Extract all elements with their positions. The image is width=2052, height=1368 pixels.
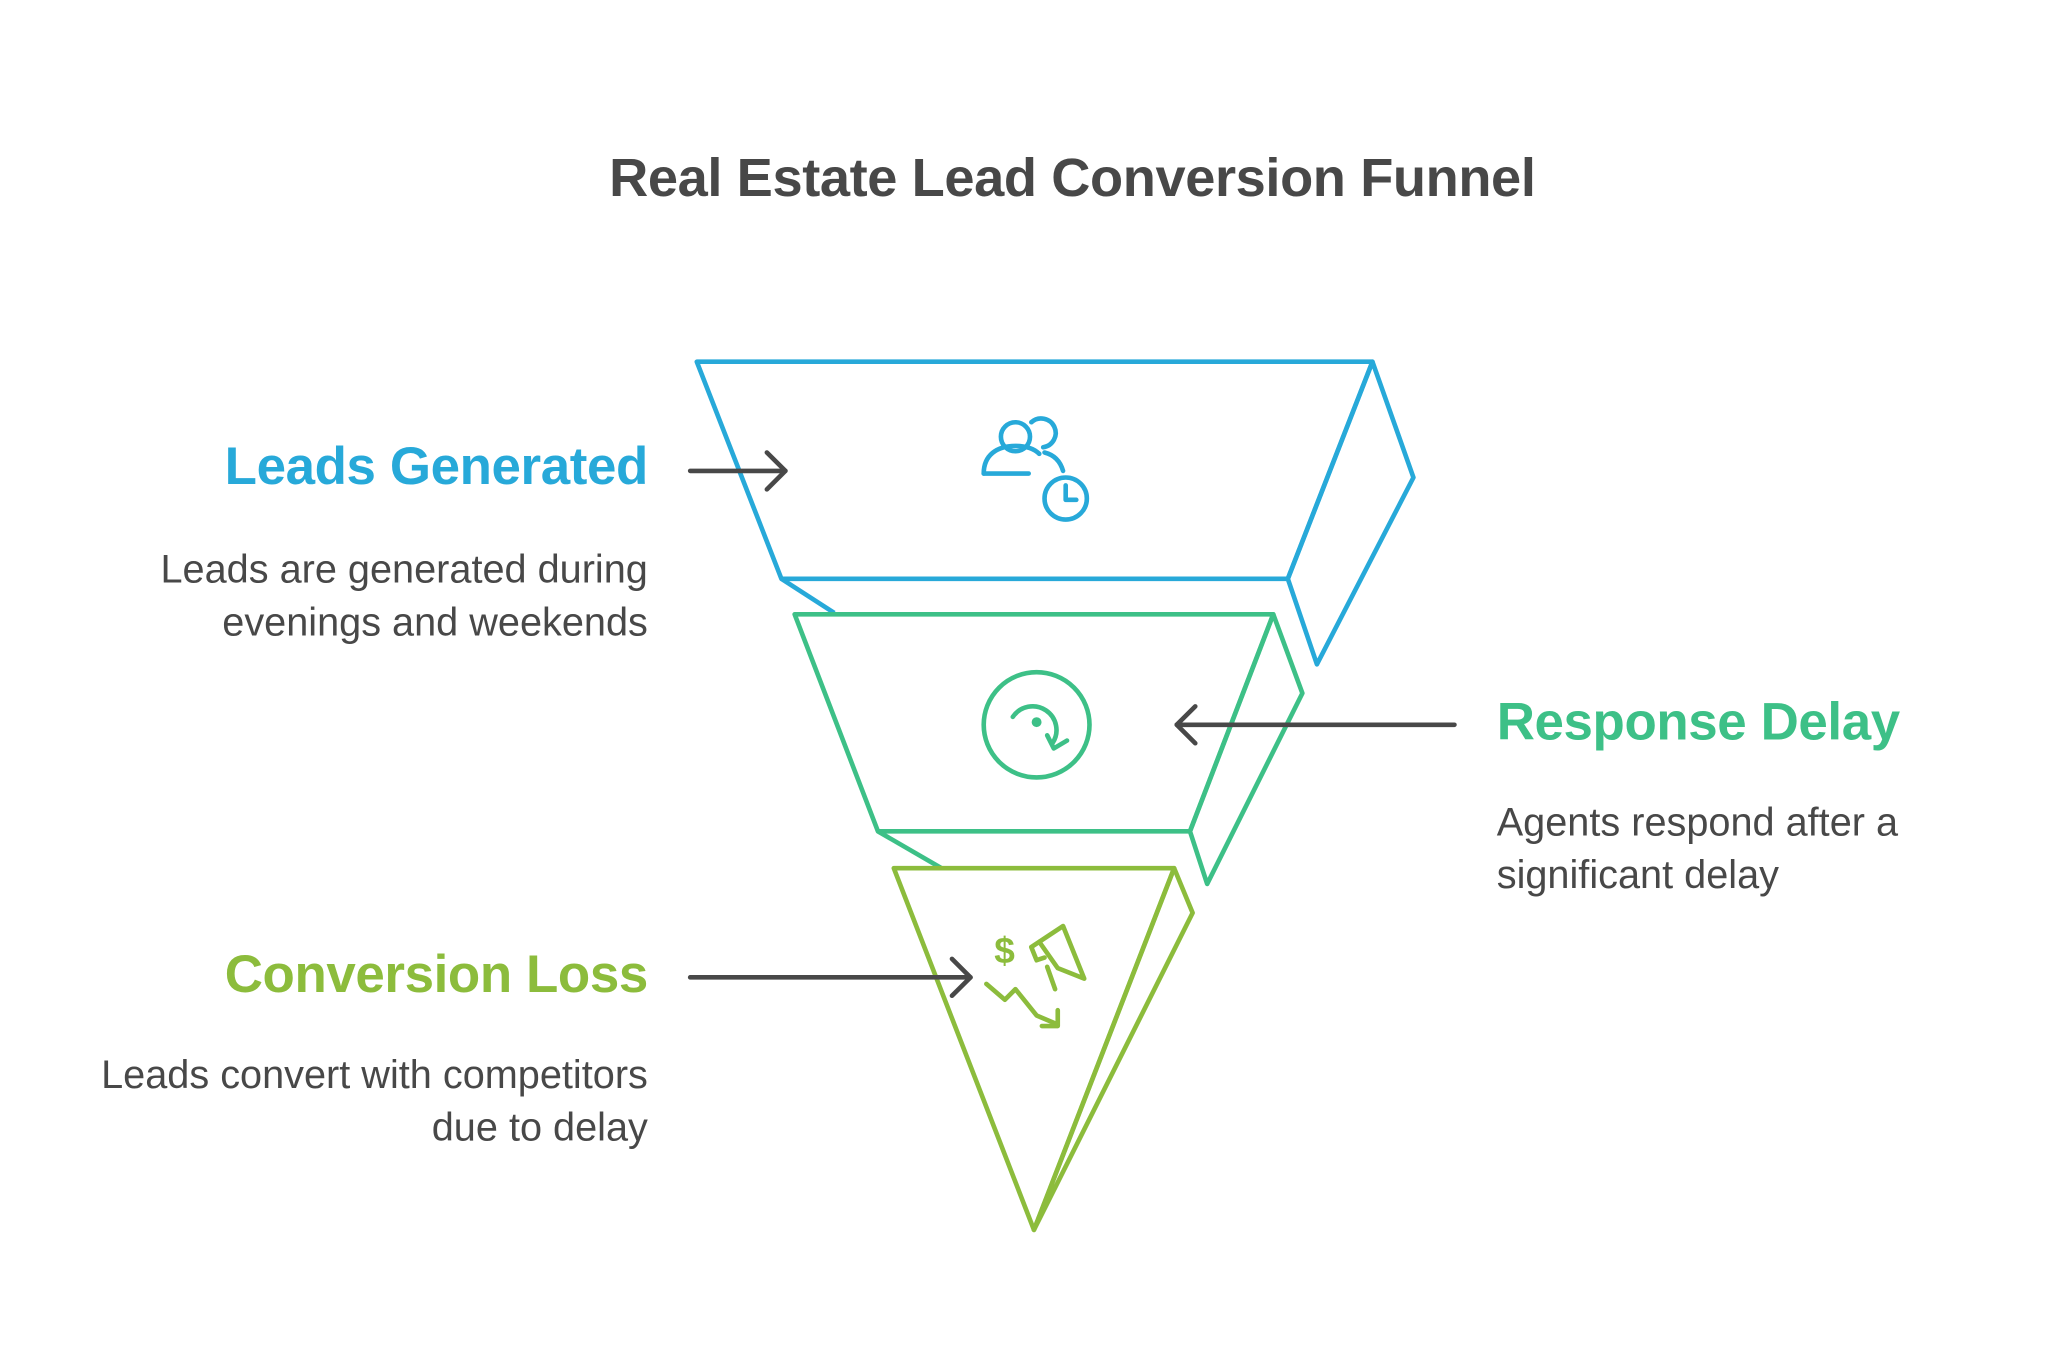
funnel-stage-2 bbox=[792, 611, 1305, 887]
funnel-stage-1-side bbox=[1285, 359, 1416, 667]
stage-description-conversion-loss: Leads convert with competitors due to de… bbox=[101, 1053, 648, 1150]
users-clock-icon bbox=[981, 416, 1090, 522]
arrow-leads-generated bbox=[687, 450, 788, 492]
diagram-title: Real Estate Lead Conversion Funnel bbox=[609, 147, 1536, 208]
arrow-response-delay bbox=[1174, 704, 1457, 746]
money-loss-megaphone-icon: $ bbox=[984, 923, 1087, 1029]
arrow-conversion-loss bbox=[687, 956, 973, 999]
funnel-stage-2-side bbox=[1187, 611, 1305, 887]
stage-description-leads-generated: Leads are generated during evenings and … bbox=[160, 548, 648, 645]
funnel-stage-1 bbox=[694, 359, 1416, 667]
stage-title-response-delay: Response Delay bbox=[1496, 693, 1900, 752]
funnel-stage-3 bbox=[891, 865, 1195, 1233]
funnel-stage-1-front bbox=[694, 359, 1375, 582]
stage-description-response-delay: Agents respond after a significant delay bbox=[1496, 801, 1899, 898]
funnel-stage-1-bottom-edge bbox=[780, 576, 836, 615]
stage-title-leads-generated: Leads Generated bbox=[224, 438, 649, 496]
funnel-stage-2-bottom-edge bbox=[876, 829, 943, 871]
stage-title-conversion-loss: Conversion Loss bbox=[224, 945, 649, 1004]
svg-text:$: $ bbox=[994, 930, 1015, 971]
clock-refresh-icon bbox=[981, 669, 1092, 780]
funnel-stage-3-front bbox=[891, 865, 1177, 1233]
funnel-stage-3-side bbox=[1031, 865, 1195, 1233]
